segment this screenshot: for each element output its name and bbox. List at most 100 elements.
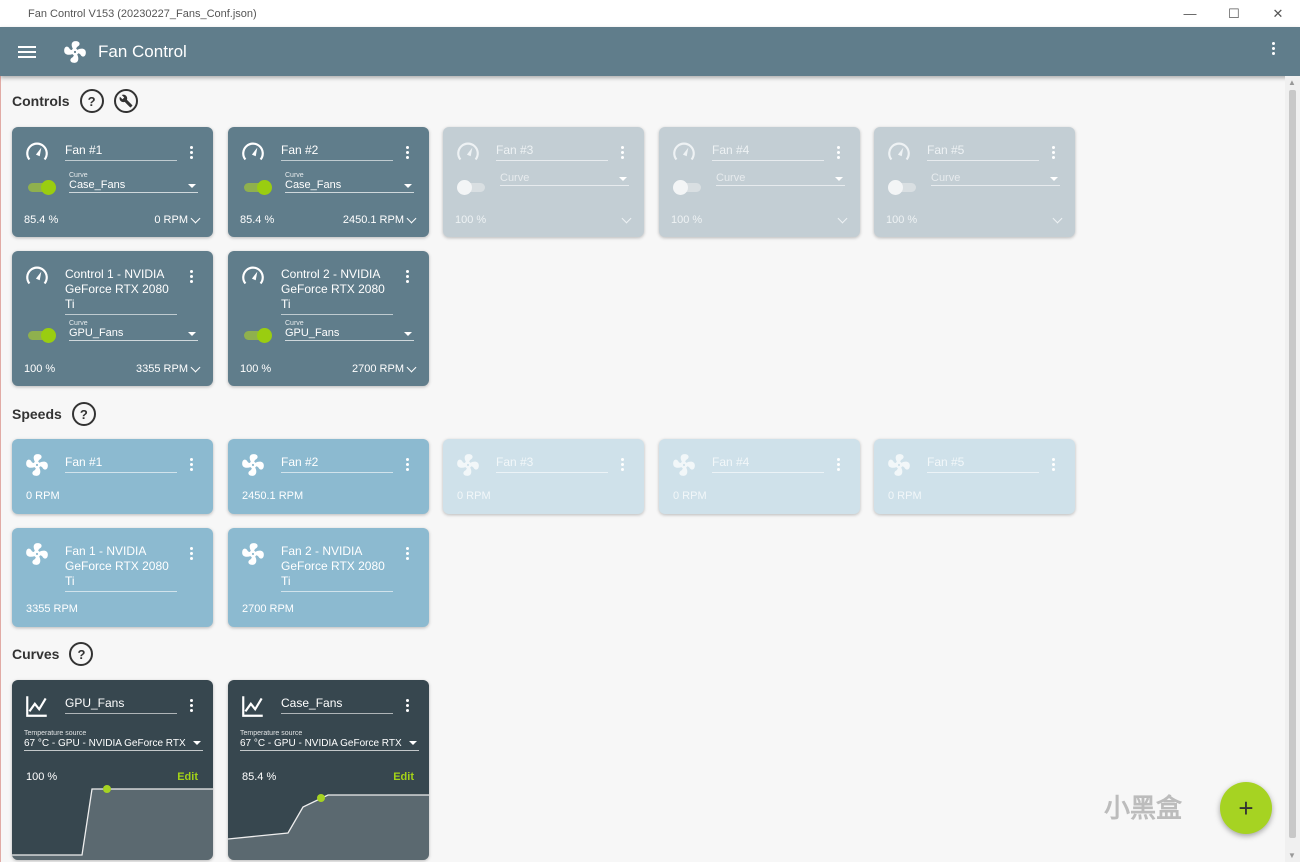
enable-toggle[interactable] xyxy=(242,328,272,343)
card-more-menu-icon[interactable] xyxy=(402,699,412,712)
enable-toggle[interactable] xyxy=(888,180,918,195)
speed-name[interactable]: Fan #2 xyxy=(281,455,393,473)
speed-name[interactable]: Fan #4 xyxy=(712,455,824,473)
control-name[interactable]: Fan #5 xyxy=(927,143,1039,161)
fan-icon xyxy=(455,452,481,478)
hamburger-menu-icon[interactable] xyxy=(18,43,36,61)
curves-help-icon[interactable]: ? xyxy=(69,642,94,666)
card-more-menu-icon[interactable] xyxy=(402,146,412,159)
enable-toggle[interactable] xyxy=(242,180,272,195)
card-more-menu-icon[interactable] xyxy=(186,699,196,712)
control-name[interactable]: Fan #2 xyxy=(281,143,393,161)
dropdown-caret-icon xyxy=(193,741,201,745)
card-more-menu-icon[interactable] xyxy=(833,146,843,159)
edit-curve-link[interactable]: Edit xyxy=(177,771,198,783)
enable-toggle[interactable] xyxy=(26,328,56,343)
card-more-menu-icon[interactable] xyxy=(402,458,412,471)
speed-name[interactable]: Fan #3 xyxy=(496,455,608,473)
expand-chevron-icon[interactable] xyxy=(190,362,201,372)
card-more-menu-icon[interactable] xyxy=(617,458,627,471)
card-more-menu-icon[interactable] xyxy=(186,547,196,560)
edit-curve-link[interactable]: Edit xyxy=(393,771,414,783)
speed-card[interactable]: Fan 2 - NVIDIA GeForce RTX 2080 Ti 2700 R… xyxy=(228,528,429,627)
speed-rpm: 2700 RPM xyxy=(242,603,294,615)
wrench-icon[interactable] xyxy=(113,89,138,113)
curve-select-value: GPU_Fans xyxy=(69,327,124,339)
speed-name[interactable]: Fan 1 - NVIDIA GeForce RTX 2080 Ti xyxy=(65,544,177,592)
card-more-menu-icon[interactable] xyxy=(1048,458,1058,471)
control-name[interactable]: Fan #4 xyxy=(712,143,824,161)
expand-chevron-icon[interactable] xyxy=(406,213,417,223)
expand-chevron-icon[interactable] xyxy=(406,362,417,372)
curve-select[interactable]: Curve xyxy=(931,172,1060,186)
card-more-menu-icon[interactable] xyxy=(617,146,627,159)
enable-toggle[interactable] xyxy=(673,180,703,195)
speeds-section-header: Speeds ? xyxy=(12,402,96,426)
control-percent: 85.4 % xyxy=(24,214,59,226)
curve-name[interactable]: Case_Fans xyxy=(281,696,393,714)
control-name[interactable]: Fan #3 xyxy=(496,143,608,161)
control-rpm: 3355 RPM xyxy=(136,363,188,375)
speed-name[interactable]: Fan 2 - NVIDIA GeForce RTX 2080 Ti xyxy=(281,544,393,592)
card-more-menu-icon[interactable] xyxy=(402,547,412,560)
gauge-icon xyxy=(671,140,697,166)
expand-chevron-icon[interactable] xyxy=(1052,213,1063,223)
control-card[interactable]: Fan #4 Curve 100 % xyxy=(659,127,860,237)
card-more-menu-icon[interactable] xyxy=(186,146,196,159)
close-button[interactable]: ✕ xyxy=(1272,5,1284,21)
add-fab-button[interactable]: + xyxy=(1220,782,1272,834)
controls-help-icon[interactable]: ? xyxy=(79,89,104,113)
app-more-menu-icon[interactable] xyxy=(1268,42,1278,55)
temperature-source-label: Temperature source xyxy=(24,730,87,737)
control-card[interactable]: Fan #5 Curve 100 % xyxy=(874,127,1075,237)
card-more-menu-icon[interactable] xyxy=(1048,146,1058,159)
speed-name[interactable]: Fan #1 xyxy=(65,455,177,473)
control-percent: 100 % xyxy=(671,214,703,226)
gauge-icon xyxy=(455,140,481,166)
watermark: 小黑盒 xyxy=(1104,788,1182,825)
maximize-button[interactable]: ☐ xyxy=(1228,5,1240,21)
speeds-help-icon[interactable]: ? xyxy=(71,402,96,426)
control-card[interactable]: Control 2 - NVIDIA GeForce RTX 2080 Ti Cu… xyxy=(228,251,429,386)
control-percent: 100 % xyxy=(24,363,56,375)
vertical-scrollbar[interactable]: ▲ ▼ xyxy=(1285,76,1300,862)
minimize-button[interactable]: — xyxy=(1183,6,1197,21)
expand-chevron-icon[interactable] xyxy=(621,213,632,223)
card-more-menu-icon[interactable] xyxy=(186,458,196,471)
fan-icon xyxy=(671,452,697,478)
curve-name[interactable]: GPU_Fans xyxy=(65,696,177,714)
card-more-menu-icon[interactable] xyxy=(186,270,196,283)
control-percent: 100 % xyxy=(886,214,918,226)
expand-chevron-icon[interactable] xyxy=(837,213,848,223)
control-name[interactable]: Fan #1 xyxy=(65,143,177,161)
enable-toggle[interactable] xyxy=(457,180,487,195)
curve-select[interactable]: Curve xyxy=(716,172,845,186)
control-name[interactable]: Control 1 - NVIDIA GeForce RTX 2080 Ti xyxy=(65,267,177,315)
speed-name[interactable]: Fan #5 xyxy=(927,455,1039,473)
card-more-menu-icon[interactable] xyxy=(833,458,843,471)
card-more-menu-icon[interactable] xyxy=(402,270,412,283)
control-name[interactable]: Control 2 - NVIDIA GeForce RTX 2080 Ti xyxy=(281,267,393,315)
control-card[interactable]: Control 1 - NVIDIA GeForce RTX 2080 Ti Cu… xyxy=(12,251,213,386)
curve-select[interactable]: Curve xyxy=(500,172,629,186)
expand-chevron-icon[interactable] xyxy=(190,213,201,223)
chart-line-icon xyxy=(240,693,266,719)
enable-toggle[interactable] xyxy=(26,180,56,195)
